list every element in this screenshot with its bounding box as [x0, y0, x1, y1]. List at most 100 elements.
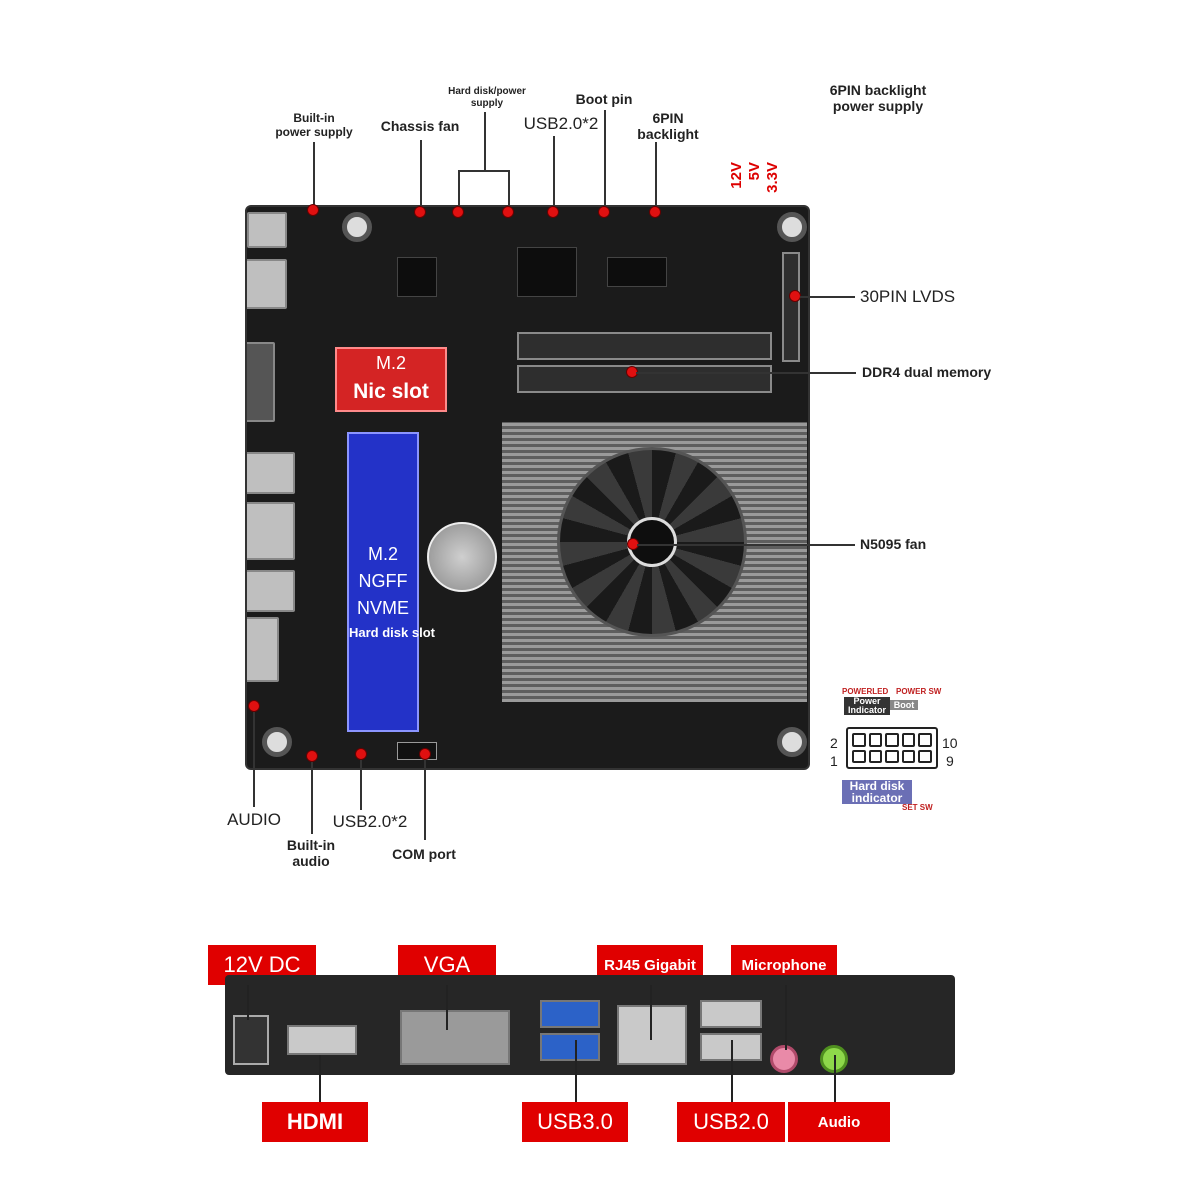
leader-hdd-power-center	[484, 112, 486, 170]
label-30pin-lvds: 30PIN LVDS	[860, 287, 956, 306]
leader-hdd-power-bar	[458, 170, 510, 172]
ddr4-slot-2	[517, 365, 772, 393]
label-com-port: COM port	[392, 846, 456, 862]
chip-component	[607, 257, 667, 287]
board-rj45-port	[247, 502, 295, 560]
label-rj45-gigabit: RJ45 Gigabit	[597, 945, 703, 985]
leader-hdd-power-right	[508, 170, 510, 212]
label-reset-sw: SET SW	[902, 803, 933, 812]
m2-nic-label-1: M.2	[375, 353, 406, 373]
leader-builtin-audio	[311, 762, 313, 834]
leader-fan	[637, 544, 855, 546]
label-power-led: POWERLED	[842, 687, 889, 696]
m2-nic-label-2: Nic slot	[353, 380, 429, 403]
marker-hdd-power-right	[502, 206, 514, 218]
header-pin	[852, 733, 866, 747]
board-hdmi-port	[247, 259, 287, 309]
leader-io-audio	[834, 1055, 836, 1103]
marker-boot-pin	[598, 206, 610, 218]
leader-io-mic	[785, 985, 787, 1050]
header-pin	[901, 733, 916, 747]
header-pin	[868, 749, 883, 763]
header-pin	[918, 733, 932, 747]
chip-component	[517, 247, 577, 297]
label-hdmi: HDMI	[262, 1102, 368, 1142]
m2-nic-slot: M.2 Nic slot	[335, 347, 447, 412]
marker-usb-top	[547, 206, 559, 218]
io-vga-port	[400, 1010, 510, 1065]
marker-audio	[248, 700, 260, 712]
label-pin-10: 10	[942, 735, 958, 751]
label-builtin-audio: Built-in audio	[286, 837, 336, 870]
header-pin	[885, 733, 899, 747]
m2-nvme-label-4: Hard disk slot	[349, 625, 435, 640]
mounting-hole-bottom-left	[262, 727, 292, 757]
header-pin	[852, 749, 866, 763]
motherboard: M.2 Nic slot M.2 NGFF NVME Hard disk slo…	[245, 205, 810, 770]
leader-com-port	[424, 760, 426, 840]
leader-usb-bottom	[360, 760, 362, 810]
leader-builtin-power	[313, 142, 315, 210]
board-audio-jacks	[247, 617, 279, 682]
label-voltage-3v3: 3.3V	[764, 162, 781, 193]
marker-6pin-backlight	[649, 206, 661, 218]
mounting-hole-top-right	[777, 212, 807, 242]
io-rj45-port	[617, 1005, 687, 1065]
io-usb3-lower	[540, 1033, 600, 1061]
voltage-labels: 12V 5V 3.3V	[726, 162, 786, 202]
label-usb3: USB3.0	[522, 1102, 628, 1142]
header-pin-grid	[846, 727, 938, 769]
io-dc-jack	[233, 1015, 269, 1065]
label-power-sw: POWER SW	[896, 687, 942, 696]
leader-usb-top	[553, 136, 555, 212]
marker-builtin-power	[307, 204, 319, 216]
label-voltage-5v: 5V	[746, 162, 763, 181]
label-pin-2: 2	[830, 735, 838, 751]
leader-lvds	[800, 296, 855, 298]
leader-6pin-backlight	[655, 142, 657, 210]
chip-component	[397, 257, 437, 297]
header-pin	[918, 749, 932, 763]
label-usb-top: USB2.0*2	[523, 114, 599, 133]
mounting-hole-top-left	[342, 212, 372, 242]
marker-hdd-power-left	[452, 206, 464, 218]
label-pin-9: 9	[946, 753, 954, 769]
rear-io-strip	[225, 975, 955, 1075]
m2-nvme-slot: M.2 NGFF NVME Hard disk slot	[347, 432, 435, 732]
mounting-hole-bottom-right	[777, 727, 807, 757]
board-usb2-port	[247, 570, 295, 612]
board-dc-jack	[247, 212, 287, 248]
header-pin	[885, 749, 899, 763]
label-6pin-backlight: 6PIN backlight	[637, 110, 699, 143]
label-boot-pin: Boot pin	[575, 91, 633, 107]
marker-com-port	[419, 748, 431, 760]
lvds-connector	[782, 252, 800, 362]
label-usb-bottom: USB2.0*2	[332, 812, 408, 831]
board-usb3-port	[247, 452, 295, 494]
com-port-header	[397, 742, 437, 760]
leader-io-hdmi	[319, 1055, 321, 1103]
leader-boot-pin	[604, 110, 606, 210]
header-pin	[868, 733, 883, 747]
front-panel-header-diagram: POWERLED POWER SW Power Indicator Boot 2…	[828, 685, 968, 815]
io-hdmi-port	[287, 1025, 357, 1055]
io-usb3-upper	[540, 1000, 600, 1028]
cmos-battery	[427, 522, 497, 592]
label-chassis-fan: Chassis fan	[380, 118, 460, 134]
label-usb2: USB2.0	[677, 1102, 785, 1142]
label-ddr4-dual-memory: DDR4 dual memory	[862, 364, 992, 380]
label-boot: Boot	[890, 700, 918, 710]
m2-nvme-label-2: NGFF	[358, 571, 408, 591]
leader-io-usb3	[575, 1040, 577, 1103]
label-pin-1: 1	[830, 753, 838, 769]
io-usb2-upper	[700, 1000, 762, 1028]
label-power-indicator: Power Indicator	[844, 697, 890, 715]
leader-hdd-power-left	[458, 170, 460, 212]
m2-nvme-label-3: NVME	[356, 598, 409, 618]
m2-nvme-label-1: M.2	[367, 544, 398, 564]
header-pin	[901, 749, 916, 763]
label-builtin-power-supply: Built-in power supply	[275, 111, 353, 139]
marker-chassis-fan	[414, 206, 426, 218]
marker-usb-bottom	[355, 748, 367, 760]
leader-ddr4	[636, 372, 856, 374]
